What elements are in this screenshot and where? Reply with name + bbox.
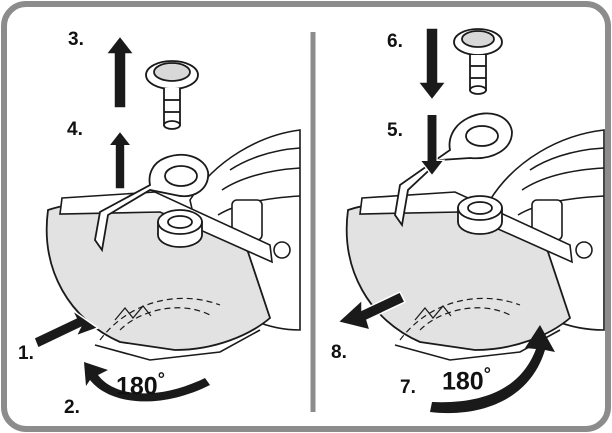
rotation-value: 180 [116, 372, 158, 401]
step-label-6: 6. [387, 31, 403, 52]
direction-arrow-icon [33, 35, 135, 350]
rotate-arrow-icon [430, 325, 555, 414]
left-panel [33, 35, 301, 402]
spanner-wrench-icon [94, 153, 209, 253]
spanner-wrench-icon [394, 112, 513, 228]
rotate-arrow-icon [84, 362, 210, 402]
step-label-1: 1. [18, 343, 34, 364]
step-label-8: 8. [331, 342, 347, 363]
flange-nut-icon [145, 60, 199, 130]
rotation-value: 180 [442, 367, 484, 396]
rotation-unit: ° [483, 364, 491, 384]
blade-guard-icon [345, 191, 573, 361]
spindle-nut-icon [157, 209, 203, 248]
direction-arrow-icon [336, 27, 447, 332]
spindle-nut-icon [457, 195, 503, 235]
rotation-angle-right: 180° [442, 365, 491, 394]
step-label-7: 7. [400, 377, 416, 398]
step-label-5: 5. [387, 120, 403, 141]
step-label-4: 4. [67, 119, 83, 140]
step-label-2: 2. [64, 397, 80, 418]
step-label-3: 3. [68, 29, 84, 50]
flange-nut-icon [453, 28, 503, 95]
right-panel [336, 27, 605, 414]
rotation-angle-left: 180° [116, 370, 165, 399]
rotation-unit: ° [157, 369, 165, 389]
grinder-body [489, 129, 605, 331]
